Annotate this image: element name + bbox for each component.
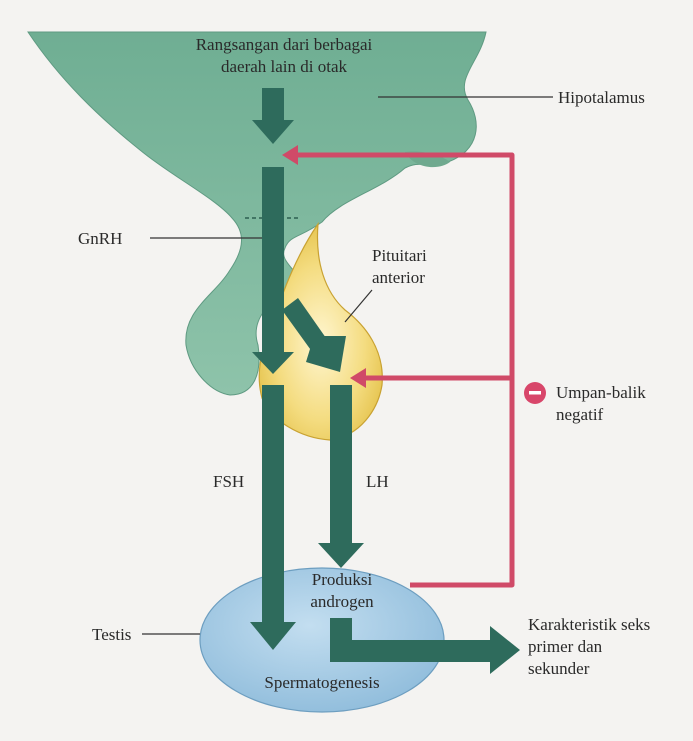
spermatogenesis-label: Spermatogenesis <box>242 672 402 694</box>
stimulus-label-line1: Rangsangan dari berbagai <box>160 34 408 56</box>
sex-characteristics-label: Karakteristik seks primer dan sekunder <box>528 614 650 680</box>
androgen-label-line1: Produksi <box>292 569 392 591</box>
stimulus-label: Rangsangan dari berbagai daerah lain di … <box>160 34 408 78</box>
sex-char-line3: sekunder <box>528 658 650 680</box>
negative-feedback-label: Umpan-balik negatif <box>556 382 646 426</box>
feedback-label-line2: negatif <box>556 404 646 426</box>
minus-icon <box>529 391 541 395</box>
hypothalamus-label: Hipotalamus <box>558 87 645 109</box>
feedback-label-line1: Umpan-balik <box>556 382 646 404</box>
gnrh-label: GnRH <box>78 228 122 250</box>
sex-char-line1: Karakteristik seks <box>528 614 650 636</box>
anterior-pituitary-label: Pituitari anterior <box>372 245 427 289</box>
sex-char-line2: primer dan <box>528 636 650 658</box>
stimulus-label-line2: daerah lain di otak <box>160 56 408 78</box>
pituitary-label-line2: anterior <box>372 267 427 289</box>
hypothalamus-region <box>28 32 486 395</box>
fsh-label: FSH <box>213 471 244 493</box>
lh-label: LH <box>366 471 389 493</box>
androgen-production-label: Produksi androgen <box>292 569 392 613</box>
testis-label: Testis <box>92 624 131 646</box>
pituitary-label-line1: Pituitari <box>372 245 427 267</box>
androgen-label-line2: androgen <box>292 591 392 613</box>
